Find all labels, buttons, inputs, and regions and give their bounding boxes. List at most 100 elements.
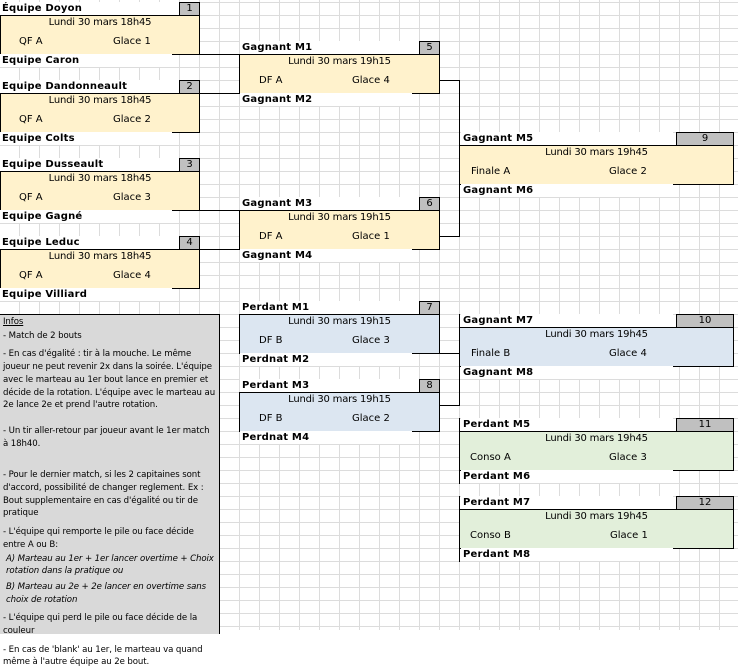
match-date: Lundi 30 mars 19h15 bbox=[288, 212, 391, 223]
match-number: 7 bbox=[419, 301, 440, 314]
match-date: Lundi 30 mars 19h15 bbox=[288, 394, 391, 405]
match-date: Lundi 30 mars 19h45 bbox=[545, 511, 648, 522]
team-bottom[interactable]: Equipe Colts bbox=[0, 132, 172, 145]
match-round: QF A bbox=[19, 270, 43, 281]
match-box[interactable]: Lundi 30 mars 18h45 QF A Glace 2 bbox=[0, 93, 200, 133]
match-number: 2 bbox=[179, 80, 200, 93]
team-bottom[interactable]: Gagnant M2 bbox=[240, 93, 412, 106]
match-round: QF A bbox=[19, 36, 43, 47]
team-top[interactable]: Perdant M3 bbox=[240, 379, 419, 392]
match-round: Conso A bbox=[470, 452, 511, 463]
team-bottom[interactable]: Perdant M6 bbox=[461, 470, 673, 483]
match-number: 8 bbox=[419, 379, 440, 392]
info-item: - Match de 2 bouts bbox=[3, 330, 82, 341]
match-date: Lundi 30 mars 19h45 bbox=[545, 329, 648, 340]
connector-m5-out bbox=[439, 80, 459, 81]
team-top[interactable]: Gagnant M7 bbox=[461, 314, 673, 327]
team-top[interactable]: Equipe Dandonneault bbox=[0, 80, 179, 93]
match-box[interactable]: Lundi 30 mars 19h15 DF B Glace 3 bbox=[239, 314, 440, 354]
match-date: Lundi 30 mars 19h15 bbox=[288, 316, 391, 327]
team-top[interactable]: Gagnant M1 bbox=[240, 41, 419, 54]
match-number: 5 bbox=[419, 41, 440, 54]
connector-m8-out bbox=[439, 405, 459, 406]
team-bottom[interactable]: Perdnat M2 bbox=[240, 353, 412, 366]
match-number: 6 bbox=[419, 197, 440, 210]
team-bottom[interactable]: Equipe Gagné bbox=[0, 210, 172, 223]
match-sheet: Glace 4 bbox=[113, 270, 151, 281]
team-top[interactable]: Équipe Doyon bbox=[0, 2, 179, 15]
match-box[interactable]: Lundi 30 mars 19h45 Finale B Glace 4 bbox=[459, 327, 734, 367]
match-sheet: Glace 2 bbox=[352, 413, 390, 424]
match-box[interactable]: Lundi 30 mars 19h15 DF A Glace 1 bbox=[239, 210, 440, 250]
match-box[interactable]: Lundi 30 mars 18h45 QF A Glace 1 bbox=[0, 15, 200, 55]
match-date: Lundi 30 mars 19h15 bbox=[288, 56, 391, 67]
info-item: - Un tir aller-retour par joueur avant l… bbox=[3, 425, 210, 449]
match-sheet: Glace 1 bbox=[113, 36, 151, 47]
match-box[interactable]: Lundi 30 mars 19h15 DF A Glace 4 bbox=[239, 54, 440, 94]
team-top[interactable]: Equipe Dusseault bbox=[0, 158, 179, 171]
team-bottom[interactable]: Gagnant M4 bbox=[240, 249, 412, 262]
match-box[interactable]: Lundi 30 mars 19h45 Conso A Glace 3 bbox=[459, 431, 734, 471]
match-date: Lundi 30 mars 18h45 bbox=[48, 251, 152, 262]
match-round: DF B bbox=[259, 335, 283, 346]
info-option-a: A) Marteau au 1er + 1er lancer overtime … bbox=[6, 553, 214, 577]
info-option-b: B) Marteau au 2e + 2e lancer en overtime… bbox=[6, 581, 206, 605]
match-sheet: Glace 4 bbox=[352, 75, 390, 86]
match-box[interactable]: Lundi 30 mars 19h15 DF B Glace 2 bbox=[239, 392, 440, 432]
connector-m7-out bbox=[439, 353, 459, 354]
team-bottom[interactable]: Equipe Caron bbox=[0, 54, 172, 67]
team-top[interactable]: Perdant M5 bbox=[461, 418, 673, 431]
match-box[interactable]: Lundi 30 mars 18h45 QF A Glace 3 bbox=[0, 171, 200, 211]
info-item: - L'équipe qui perd le pile ou face déci… bbox=[3, 613, 198, 637]
match-date: Lundi 30 mars 19h45 bbox=[545, 433, 648, 444]
match-round: DF A bbox=[259, 75, 283, 86]
info-item: - En cas de 'blank' au 1er, le marteau v… bbox=[3, 644, 203, 668]
team-bottom[interactable]: Equipe Villiard bbox=[0, 288, 172, 301]
connector-m2-m5 bbox=[199, 93, 239, 94]
match-box[interactable]: Lundi 30 mars 19h45 Finale A Glace 2 bbox=[459, 145, 734, 185]
match-round: Finale A bbox=[471, 166, 511, 177]
match-sheet: Glace 2 bbox=[113, 114, 151, 125]
connector-m1-m2 bbox=[199, 54, 239, 55]
team-bottom[interactable]: Perdnat M4 bbox=[240, 431, 412, 444]
match-number: 10 bbox=[676, 314, 734, 327]
match-sheet: Glace 1 bbox=[610, 530, 648, 541]
match-round: Finale B bbox=[471, 348, 511, 359]
team-top[interactable]: Perdant M7 bbox=[461, 496, 673, 509]
match-sheet: Glace 1 bbox=[352, 231, 390, 242]
connector-m3-m6 bbox=[199, 210, 239, 211]
match-date: Lundi 30 mars 18h45 bbox=[48, 95, 152, 106]
match-number: 3 bbox=[179, 158, 200, 171]
match-number: 11 bbox=[676, 418, 734, 431]
match-sheet: Glace 3 bbox=[113, 192, 151, 203]
team-top[interactable]: Equipe Leduc bbox=[0, 236, 179, 249]
team-top[interactable]: Gagnant M3 bbox=[240, 197, 419, 210]
match-sheet: Glace 4 bbox=[609, 348, 647, 359]
team-bottom[interactable]: Gagnant M8 bbox=[461, 366, 673, 379]
team-bottom[interactable]: Perdant M8 bbox=[461, 548, 673, 561]
match-sheet: Glace 3 bbox=[352, 335, 390, 346]
match-round: DF A bbox=[259, 231, 283, 242]
infos-title: Infos bbox=[3, 317, 24, 327]
info-item: - Pour le dernier match, si les 2 capita… bbox=[3, 470, 204, 519]
match-date: Lundi 30 mars 18h45 bbox=[48, 17, 152, 28]
team-top[interactable]: Perdant M1 bbox=[240, 301, 419, 314]
info-item: - En cas d'égalité : tir à la mouche. Le… bbox=[3, 349, 216, 411]
match-number: 4 bbox=[179, 236, 200, 249]
infos-panel[interactable]: Infos - Match de 2 bouts - En cas d'égal… bbox=[0, 314, 220, 667]
team-top[interactable]: Gagnant M5 bbox=[461, 132, 673, 145]
match-number: 1 bbox=[179, 2, 200, 15]
match-round: QF A bbox=[19, 192, 43, 203]
match-round: Conso B bbox=[470, 530, 511, 541]
match-box[interactable]: Lundi 30 mars 18h45 QF A Glace 4 bbox=[0, 249, 200, 289]
match-number: 12 bbox=[676, 496, 734, 509]
match-number: 9 bbox=[676, 132, 734, 145]
match-round: DF B bbox=[259, 413, 283, 424]
match-date: Lundi 30 mars 19h45 bbox=[545, 147, 648, 158]
team-bottom[interactable]: Gagnant M6 bbox=[461, 184, 673, 197]
match-box[interactable]: Lundi 30 mars 19h45 Conso B Glace 1 bbox=[459, 509, 734, 549]
match-sheet: Glace 3 bbox=[609, 452, 647, 463]
match-date: Lundi 30 mars 18h45 bbox=[48, 173, 152, 184]
match-round: QF A bbox=[19, 114, 43, 125]
connector-m6-out bbox=[439, 236, 459, 237]
